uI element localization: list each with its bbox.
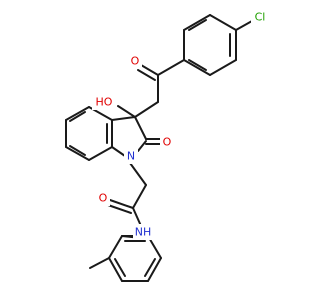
bond	[209, 14, 237, 31]
bond-amide-c-o	[107, 204, 132, 214]
bond-c3-hydroxyl	[117, 105, 136, 118]
atom-ketone-oxygen: O	[128, 53, 142, 69]
chlorophenyl-ring	[183, 14, 237, 76]
bond-inner	[188, 59, 207, 71]
bond	[183, 59, 211, 76]
bond-c3-c2	[134, 116, 147, 140]
bond-amide-c-o	[109, 199, 134, 209]
tolyl-ring	[108, 235, 162, 282]
benzo-ring	[65, 106, 113, 161]
bond-ch2-amide-c	[132, 184, 147, 209]
bond-n-ch2	[129, 162, 147, 186]
bond-ch2-c3	[134, 101, 159, 118]
atom-label: Cl	[255, 11, 266, 24]
atom-label: N	[127, 150, 135, 163]
atom-amide-oxygen: O	[96, 190, 110, 206]
atom-label: O	[99, 192, 108, 205]
bond	[209, 59, 237, 76]
bond	[88, 146, 113, 161]
bond-aryl-carbonyl	[157, 59, 185, 76]
bond-inner	[114, 258, 126, 277]
bond-ketone-c-o	[137, 69, 156, 81]
atom-amide-nh: NH	[133, 224, 153, 240]
atom-ring-nitrogen: N	[124, 148, 138, 164]
bond-aryl-chlorine	[235, 20, 253, 31]
bond	[108, 235, 123, 259]
bond-n-c7a	[111, 146, 126, 157]
atom-chlorine: Cl	[251, 9, 269, 25]
bond-inner	[188, 19, 207, 31]
atom-hydroxyl: HO	[92, 94, 116, 110]
atom-label: O	[163, 136, 172, 149]
bond-c3a-c3	[111, 116, 136, 121]
bond	[108, 257, 123, 282]
bond-aryl-methyl	[89, 257, 110, 269]
bond	[65, 106, 90, 121]
atom-label: HO	[96, 96, 113, 109]
atom-lactam-oxygen: O	[160, 134, 174, 150]
atom-label: NH	[135, 226, 152, 239]
bond-inner	[144, 258, 156, 277]
molecule-structure-diagram: Cl O HO O N O NH	[65, 9, 269, 282]
bond	[147, 257, 162, 282]
bond	[65, 146, 90, 161]
bond-amide-c-n	[132, 207, 142, 227]
bond	[183, 14, 211, 31]
atom-label: O	[131, 55, 140, 68]
bond-inner	[69, 111, 86, 122]
bond-c2-n	[137, 140, 147, 152]
bond-ketone-c-o	[140, 64, 159, 76]
bond-inner	[69, 145, 86, 156]
